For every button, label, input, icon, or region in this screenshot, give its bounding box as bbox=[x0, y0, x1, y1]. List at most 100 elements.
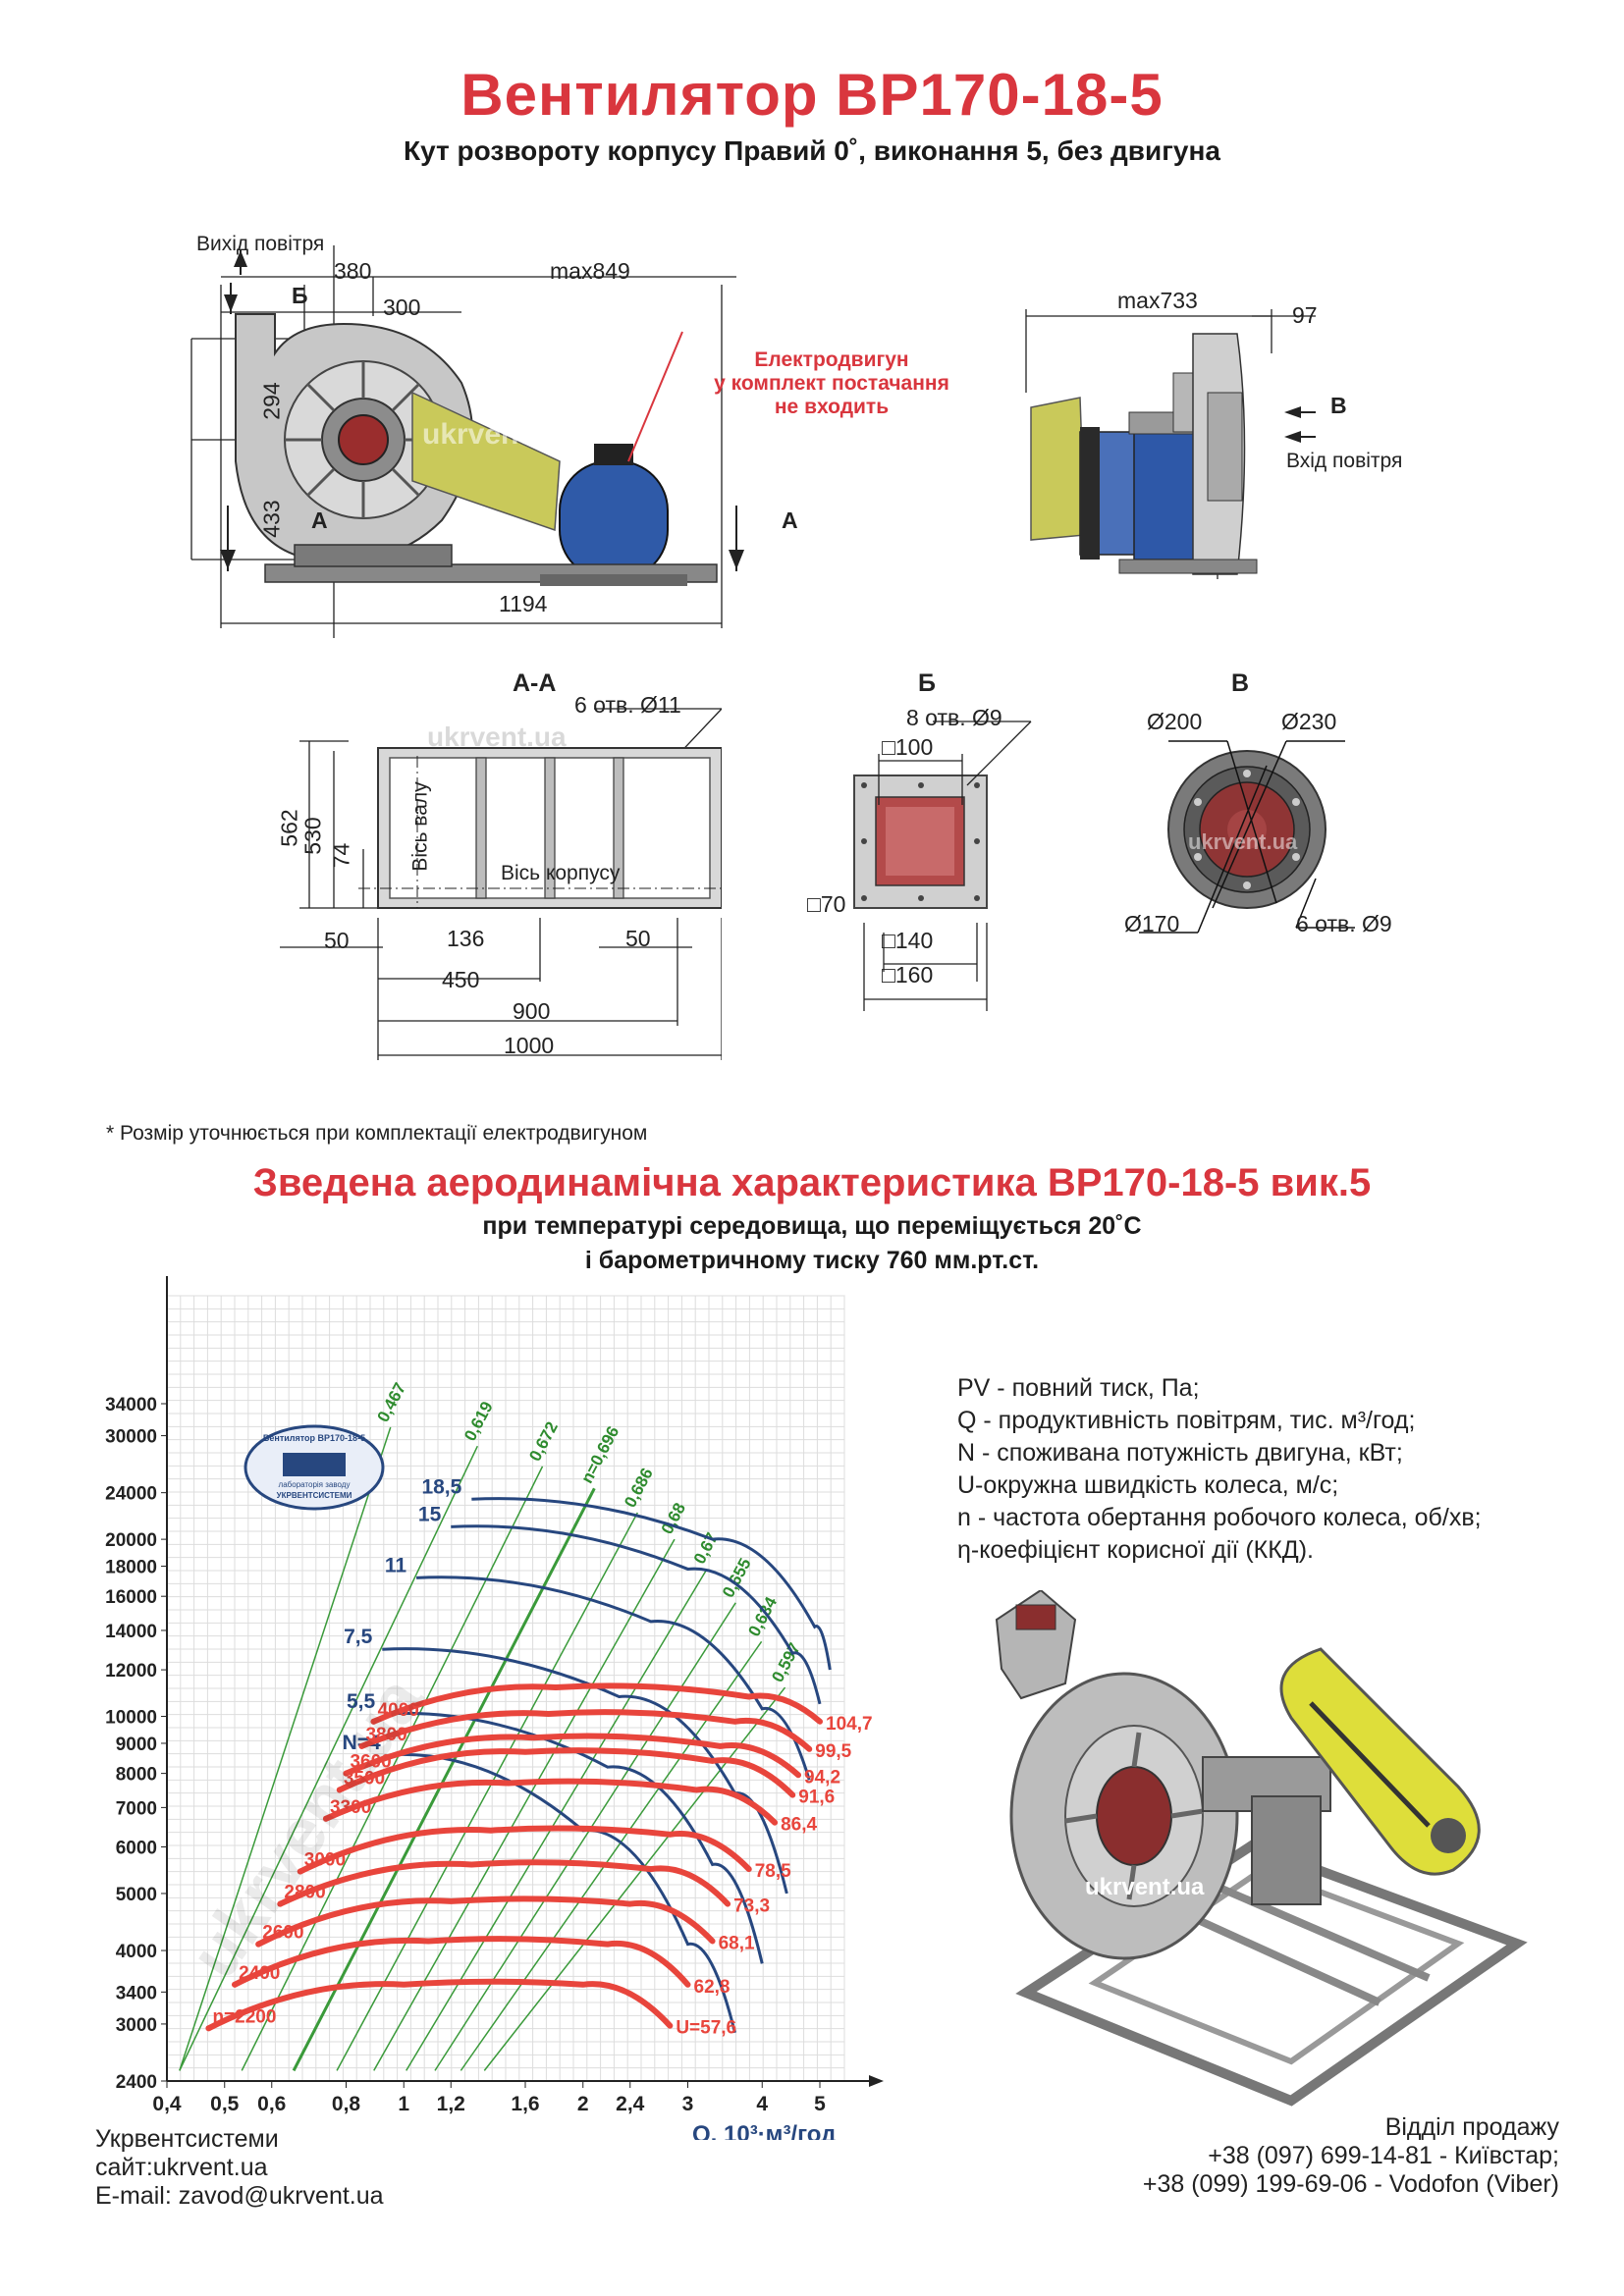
speed-curve-point bbox=[277, 1900, 284, 1907]
speed-curve-rpm-label: 2800 bbox=[284, 1883, 325, 1903]
website-link[interactable]: сайт:ukrvent.ua bbox=[95, 2154, 268, 2181]
efficiency-line bbox=[406, 1569, 708, 2071]
legend-line-eff: η-коефіцієнт корисної дії (ККД). bbox=[957, 1536, 1314, 1564]
stamp-line2: лабораторія заводу bbox=[279, 1480, 351, 1489]
speed-curve bbox=[255, 1896, 716, 1948]
power-curve bbox=[390, 1752, 736, 2034]
size-footnote: * Розмір уточнюється при комплектації ел… bbox=[106, 1122, 648, 1145]
svg-text:ukrvent.ua: ukrvent.ua bbox=[422, 418, 571, 451]
speed-curve-rpm-label: n=2200 bbox=[212, 2006, 276, 2027]
y-tick-label: 9000 bbox=[116, 1735, 157, 1755]
dim-97: 97 bbox=[1292, 302, 1318, 328]
speed-curve bbox=[343, 1733, 802, 1779]
dim-max849: max849 bbox=[550, 258, 630, 284]
y-tick-label: 20000 bbox=[105, 1530, 157, 1551]
speed-curve-rpm-label: 3500 bbox=[344, 1768, 385, 1789]
speed-curve bbox=[297, 1825, 752, 1875]
speed-curve-rpm-label: 2600 bbox=[262, 1923, 303, 1944]
efficiency-line bbox=[179, 1445, 479, 2071]
aero-subtitle-2: і барометричному тиску 760 мм.рт.ст. bbox=[584, 1247, 1040, 1274]
dim-433: 433 bbox=[258, 500, 285, 538]
speed-curve-rpm-label: 4000 bbox=[378, 1700, 419, 1721]
section-aa-title: А-А bbox=[513, 669, 557, 697]
legend-line-n: N - споживана потужність двигуна, кВт; bbox=[957, 1439, 1403, 1467]
speed-curve bbox=[232, 1936, 691, 1988]
dim-sq140: □140 bbox=[882, 928, 934, 953]
x-tick-label: 2 bbox=[577, 2093, 589, 2115]
speed-curve-point bbox=[297, 1868, 303, 1875]
dim-294: 294 bbox=[258, 382, 285, 420]
legend: PV - повний тиск, Па; Q - продуктивність… bbox=[957, 1372, 1482, 1567]
y-tick-label: 30000 bbox=[105, 1427, 157, 1448]
y-tick-label: 24000 bbox=[105, 1484, 157, 1505]
dim-d230: Ø230 bbox=[1281, 709, 1337, 734]
dim-300: 300 bbox=[383, 294, 421, 320]
letter-b-side: Б bbox=[292, 283, 308, 308]
dim-562: 562 bbox=[276, 809, 302, 847]
fan-3d-illustration: ukrvent.ua bbox=[995, 1590, 1528, 2107]
x-tick-label: 5 bbox=[814, 2093, 826, 2115]
section-v-drawing: ukrvent.ua bbox=[1139, 740, 1355, 934]
page-subtitle: Кут розвороту корпусу Правий 0˚, виконан… bbox=[404, 135, 1220, 166]
phone-vodafone[interactable]: +38 (099) 199-69-06 - Vodofon (Viber) bbox=[1142, 2170, 1559, 2198]
motor-note: Електродвигун у комплект постачання не в… bbox=[699, 348, 964, 419]
y-tick-label: 3000 bbox=[116, 2015, 157, 2036]
page-title: Вентилятор ВР170-18-5 bbox=[460, 62, 1164, 128]
dim-1000: 1000 bbox=[504, 1033, 555, 1058]
motor-note-line1: Електродвигун bbox=[754, 348, 909, 371]
speed-curve-u-label: 99,5 bbox=[815, 1741, 851, 1762]
section-b-title: Б bbox=[918, 669, 936, 697]
speed-curve bbox=[358, 1709, 813, 1752]
dim-136: 136 bbox=[447, 926, 485, 951]
speed-curve-rpm-label: 3800 bbox=[365, 1725, 406, 1745]
motor-note-line3: не входить bbox=[774, 396, 890, 418]
efficiency-line bbox=[179, 1426, 392, 2071]
front-view-drawing bbox=[1025, 309, 1316, 579]
speed-curve-rpm-label: 3000 bbox=[304, 1850, 346, 1871]
dim-sq70: □70 bbox=[807, 891, 846, 917]
phone-kyivstar[interactable]: +38 (097) 699-14-81 - Київстар; bbox=[1208, 2142, 1559, 2169]
speed-curve-point bbox=[343, 1770, 350, 1777]
x-tick-label: 3 bbox=[682, 2093, 694, 2115]
y-tick-label: 16000 bbox=[105, 1587, 157, 1608]
speed-curve bbox=[322, 1778, 779, 1826]
x-tick-label: 0,5 bbox=[210, 2093, 240, 2115]
dim-sq100: □100 bbox=[882, 734, 934, 760]
legend-line-rpm: n - частота обертання робочого колеса, о… bbox=[957, 1504, 1482, 1531]
stamp-line1: Вентилятор ВР170-18-5 bbox=[263, 1433, 365, 1443]
section-aa-drawing: ukrvent.ua bbox=[280, 708, 722, 1060]
email-link[interactable]: E-mail: zavod@ukrvent.ua bbox=[95, 2182, 384, 2210]
letter-a-left: А bbox=[311, 507, 328, 533]
speed-curve-point bbox=[358, 1742, 365, 1749]
legend-line-q: Q - продуктивність повітрям, тис. м³/год… bbox=[957, 1407, 1416, 1434]
aa-holes-label: 6 отв. Ø11 bbox=[574, 692, 681, 718]
speed-curve-u-label: 62,8 bbox=[694, 1977, 731, 1998]
dim-900: 900 bbox=[513, 998, 551, 1024]
speed-curve-u-label: 104,7 bbox=[826, 1714, 873, 1735]
stamp-line3: УКРВЕНТСИСТЕМИ bbox=[277, 1491, 352, 1500]
power-curve-label: N=4 bbox=[343, 1732, 381, 1754]
motor-note-line2: у комплект постачання bbox=[714, 372, 949, 395]
letter-v-front: В bbox=[1330, 393, 1347, 418]
legend-line-u: U-окружна швидкість колеса, м/с; bbox=[957, 1471, 1339, 1499]
y-tick-label: 6000 bbox=[116, 1838, 157, 1858]
power-curve bbox=[416, 1575, 811, 1781]
x-axis-label: Q, 10³·м³/год bbox=[692, 2121, 836, 2140]
b-holes-label: 8 отв. Ø9 bbox=[906, 705, 1002, 730]
efficiency-line bbox=[460, 1640, 763, 2071]
x-tick-label: 1,6 bbox=[511, 2093, 539, 2115]
stamp-fan-icon bbox=[283, 1453, 346, 1476]
x-tick-label: 2,4 bbox=[616, 2093, 645, 2115]
speed-curve-u-label: 94,2 bbox=[804, 1767, 840, 1788]
x-tick-label: 1,2 bbox=[437, 2093, 465, 2115]
dim-50-left: 50 bbox=[324, 928, 350, 953]
y-tick-label: 7000 bbox=[116, 1798, 157, 1819]
efficiency-line bbox=[336, 1512, 638, 2071]
svg-text:ukrvent.ua: ukrvent.ua bbox=[427, 721, 567, 752]
power-curve bbox=[385, 1711, 764, 1964]
x-tick-label: 0,4 bbox=[152, 2093, 182, 2115]
speed-curve-rpm-label: 3600 bbox=[350, 1752, 391, 1773]
speed-curve-point bbox=[255, 1941, 262, 1948]
dim-530: 530 bbox=[299, 817, 326, 855]
